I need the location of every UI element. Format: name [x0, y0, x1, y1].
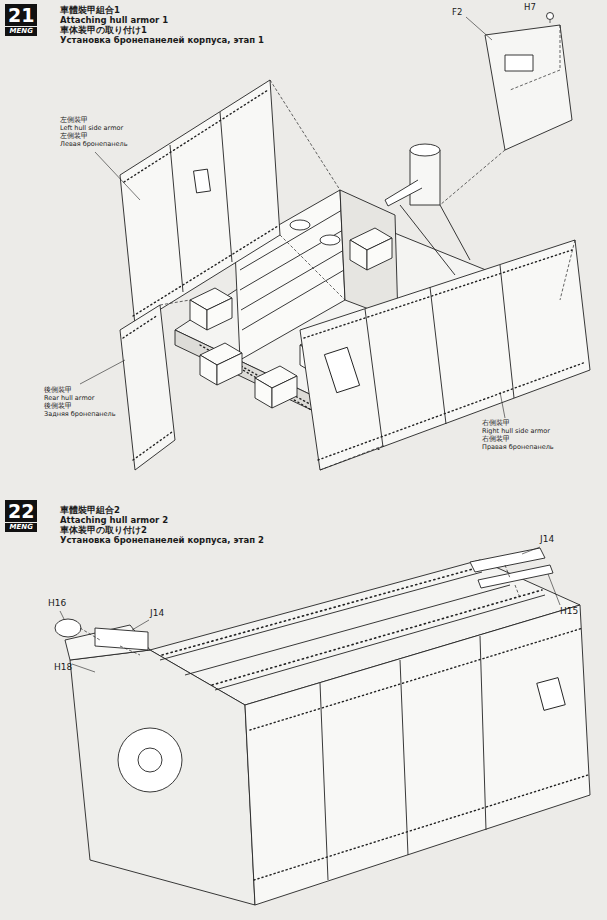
drive-sprocket [118, 728, 182, 792]
step-badge: 22MENG [5, 500, 37, 532]
right-side-armor [300, 240, 590, 470]
part-name: 左側装甲 [60, 133, 88, 140]
part-H15 [478, 565, 553, 588]
step-title: 車体装甲の取り付け2 [60, 526, 147, 536]
brand-logo: MENG [5, 27, 37, 36]
callout-number: J14 [540, 534, 554, 544]
assembly-guide [160, 20, 575, 470]
part-name: 後側裝甲 [44, 387, 72, 394]
step-title: Attaching hull armor 2 [60, 516, 168, 526]
step-number: 22 [5, 500, 37, 522]
hatch [194, 169, 211, 193]
step-number: 21 [5, 4, 37, 26]
callout-number: J14 [150, 608, 164, 618]
rear-armor [120, 305, 175, 470]
step-title: Установка бронепанелей корпуса, этап 2 [60, 536, 264, 546]
leader-line [60, 547, 560, 672]
door [324, 347, 359, 392]
callout-number: H15 [560, 606, 578, 616]
step-title: Attaching hull armor 1 [60, 16, 168, 26]
brand-logo: MENG [5, 523, 37, 532]
rivet-row [124, 90, 278, 316]
step-title: 車體裝甲組合2 [60, 506, 120, 516]
upper-armor-F2 [485, 25, 572, 150]
part-name: 右側装甲 [482, 436, 510, 443]
seat [290, 220, 310, 230]
callout-number: H16 [48, 598, 66, 608]
part-name: Левая бронепанель [60, 141, 128, 148]
part-name: Right hull side armor [482, 428, 550, 435]
rivet-row [123, 315, 172, 460]
part-name: 右側裝甲 [482, 420, 510, 427]
part-H7 [547, 13, 554, 20]
hull-side [245, 605, 590, 905]
step-title: 車體裝甲組合1 [60, 6, 120, 16]
callout-number: F2 [452, 8, 462, 18]
part-H16 [55, 619, 81, 637]
part-name: Правая бронепанель [482, 444, 554, 451]
track-band [160, 572, 545, 690]
frame-strut [400, 205, 470, 275]
assembly-guide [80, 565, 520, 655]
gun-barrel [385, 180, 422, 206]
step-title: Установка бронепанелей корпуса, этап 1 [60, 36, 264, 46]
left-side-armor [120, 80, 280, 325]
hull-front [70, 650, 255, 905]
panel-seam [365, 265, 514, 447]
part-name: 後側装甲 [44, 403, 72, 410]
seat [320, 235, 340, 245]
part-name: Задняя бронепанель [44, 411, 116, 418]
door [537, 678, 565, 711]
drive-sprocket [138, 748, 162, 772]
part-name: Rear hull armor [44, 395, 94, 402]
rivet-row [250, 628, 588, 880]
gun-mount [410, 150, 440, 205]
gun-mount [410, 144, 440, 156]
rivet-row [304, 250, 586, 460]
callout-number: H7 [524, 3, 536, 13]
vision-port [505, 55, 533, 71]
part-name: 左側裝甲 [60, 117, 88, 124]
callout-number: H18 [54, 662, 72, 672]
panel-seam [170, 112, 232, 292]
step-title: 車体装甲の取り付け1 [60, 26, 147, 36]
leader-line [80, 17, 505, 418]
step-badge: 21MENG [5, 4, 37, 36]
part-name: Left hull side armor [60, 125, 123, 132]
panel-seam [320, 636, 486, 880]
